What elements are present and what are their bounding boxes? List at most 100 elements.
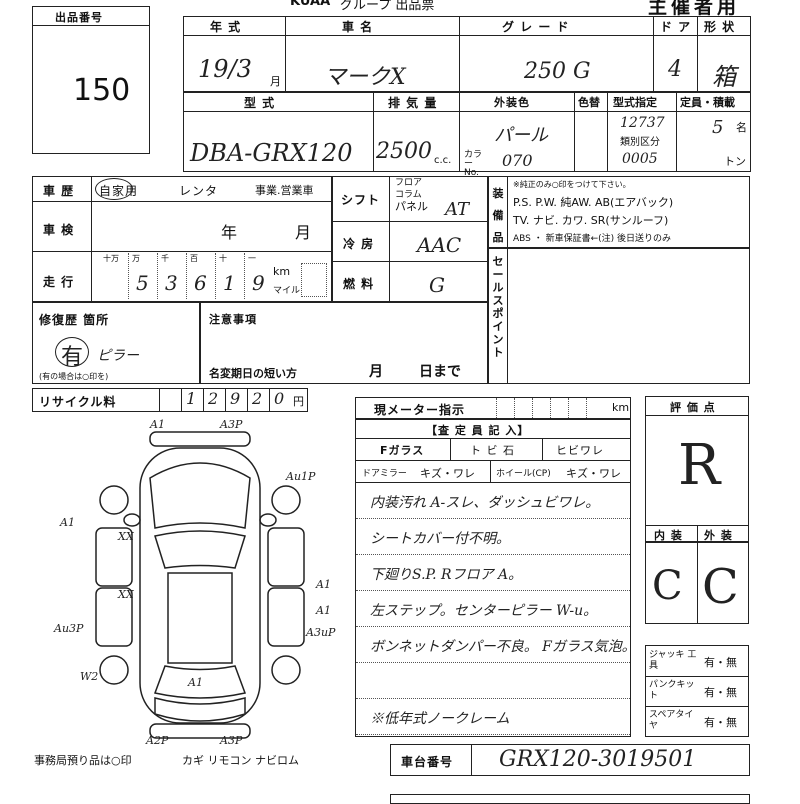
car-hood [149, 462, 251, 529]
mileage-digit-label: 十 [219, 254, 227, 263]
repair-block: 修復歴 箇所 有 ピラー (有の場合は○印を) [32, 302, 200, 384]
interior-value: C [652, 563, 683, 609]
score-value: R [678, 433, 721, 498]
mileage-digit: 6 [194, 271, 207, 295]
accessory-label: スペアタイヤ [649, 710, 694, 731]
mileage-digit-label: 十万 [103, 254, 119, 263]
displacement-value: 2500 [376, 139, 432, 164]
shift-label: シフト [341, 193, 381, 207]
attention-label: 注意事項 [209, 313, 257, 326]
model-value: DBA-GRX120 [190, 139, 353, 167]
wheel-rear-left [99, 655, 129, 685]
car-windshield [154, 530, 246, 569]
history-circle [95, 178, 133, 200]
year-suffix: 月 [270, 75, 281, 88]
capacity-value: 5 [712, 117, 724, 138]
recycle-digit: 0 [274, 389, 285, 408]
mark-rear-bumper-right: A3P [219, 734, 243, 747]
mark-front-bumper-right: A3P [219, 418, 243, 431]
mark-door-left-rear: XX [117, 588, 135, 601]
footer-items: カギ リモコン ナビロム [182, 754, 299, 767]
fuel-label: 燃 料 [343, 277, 375, 291]
accessory-label: ジャッキ 工具 [649, 650, 697, 671]
chassis-value: GRX120-3019501 [499, 747, 697, 772]
mark-rear-right-fender: A1 [315, 604, 331, 617]
vehicle-row1: 年 式 車 名 グ レ ー ド ド ア 形 状 19/3 月 マークX 250 … [183, 16, 751, 92]
color-code-label: カラー No. [464, 150, 483, 178]
accessory-value: 有・無 [704, 716, 737, 729]
mileage-label: 走 行 [43, 275, 75, 289]
shift-option-floor: フロア [395, 178, 423, 188]
footer-note: 事務局預り品は○印 [34, 754, 132, 767]
sub-score-block: C C [645, 542, 749, 624]
shape-label: 形 状 [704, 20, 736, 34]
wheel-label: ホイール(CP) [496, 469, 551, 479]
equipment-line3: ABS ・ 新車保証書←(注) 後日送りのみ [513, 234, 672, 244]
equipment-line1: P.S. P.W. 純AW. AB(エアバック) [513, 196, 674, 209]
accessory-value: 有・無 [704, 686, 737, 699]
inspector-notes: 【査 定 員 記 入】 Fガラス ト ビ 石 ヒビワレ ドアミラー キズ・ワレ … [355, 419, 636, 737]
history-label: 車 歴 [43, 184, 75, 198]
mark-rear-bumper-left: A2P [145, 734, 169, 747]
exterior-value: C [702, 559, 739, 615]
recycle-unit: 円 [293, 395, 304, 408]
car-body-outline [139, 447, 261, 724]
interior-label: 内 装 [654, 529, 683, 542]
bumper-rear [149, 723, 251, 739]
shape-value: 箱 [712, 63, 736, 91]
mark-front-bumper-left: A1 [149, 418, 165, 431]
mileage-digit: 1 [223, 271, 236, 295]
mileage-digit-label: 百 [190, 254, 198, 263]
inspector-note-line: 内装汚れ A-スレ、ダッシュビワレ。 [370, 495, 600, 511]
car-roof [167, 572, 233, 664]
equipment-note: ※純正のみ○印をつけて下さい。 [513, 180, 631, 189]
meter-row: 現メーター指示 km [355, 397, 631, 419]
mileage-digit-label: 万 [132, 254, 140, 263]
mirror-label: ドアミラー [362, 469, 407, 479]
inspector-note-line: シートカバー付不明。 [370, 531, 510, 547]
category-label: 類別区分 [620, 137, 660, 148]
aircon-label: 冷 房 [343, 237, 375, 251]
recycle-digit: 9 [230, 389, 241, 408]
repair-circle [55, 337, 89, 367]
chassis-block: 車台番号 GRX120-3019501 [390, 744, 750, 776]
mileage-digit: 9 [252, 271, 265, 295]
vehicle-row2: 型 式 排 気 量 外装色 色替 型式指定 定員・積載 DBA-GRX120 2… [183, 92, 751, 178]
model-designation-value: 12737 [620, 115, 665, 131]
mileage-digit: 3 [165, 271, 178, 295]
capacity-label: 定員・積載 [680, 96, 735, 109]
mileage-digit: 5 [136, 271, 149, 295]
right-title: 主催者用 [648, 0, 741, 18]
ton-unit: トン [724, 155, 746, 168]
lot-number: 150 [73, 73, 131, 108]
shift-value: AT [445, 199, 470, 220]
name-label: 車 名 [342, 20, 374, 34]
equipment-block: 装 備 品 ※純正のみ○印をつけて下さい。 P.S. P.W. 純AW. AB(… [488, 176, 750, 248]
meter-unit: km [612, 401, 630, 414]
meter-label: 現メーター指示 [374, 403, 466, 417]
score-block: 評 価 点 R 内 装 外 装 [645, 396, 749, 542]
mark-front-right-wheel: Au1P [285, 470, 316, 483]
mark-fender-front-left: A1 [59, 516, 75, 529]
recycle-digit: 1 [186, 389, 197, 408]
year-value: 19/3 [198, 55, 252, 83]
color-change-label: 色替 [578, 96, 600, 109]
repair-label: 修復歴 箇所 [39, 313, 110, 327]
inspection-year: 年 [221, 223, 238, 242]
inspector-title: 【査 定 員 記 入】 [426, 424, 530, 437]
accessory-value: 有・無 [704, 656, 737, 669]
equipment-label: 装 備 品 [492, 187, 504, 244]
door-label: ド ア [660, 20, 692, 34]
chassis-label: 車台番号 [401, 755, 454, 769]
category-value: 0005 [622, 151, 658, 167]
color-value: パール [494, 125, 548, 146]
f-glass-label: Fガラス [380, 444, 425, 457]
deadline-day: 日まで [419, 364, 461, 380]
grade-value: 250 G [524, 59, 591, 84]
sale-point-block: セールスポイント [488, 248, 750, 384]
crack-label: ヒビワレ [556, 444, 604, 457]
exterior-label: 外 装 [704, 529, 733, 542]
mark-rear-left-wheel: Au3P [53, 622, 84, 635]
displacement-unit: c.c. [434, 155, 452, 166]
